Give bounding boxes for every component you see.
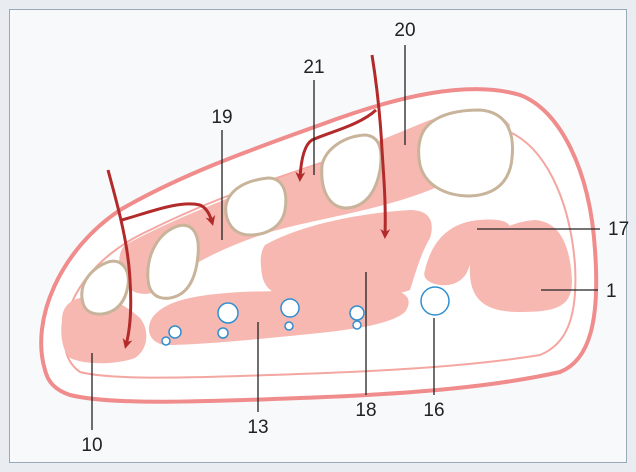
tendon-4 — [320, 133, 383, 210]
vessel — [217, 327, 229, 339]
arrow-right-down — [370, 54, 391, 239]
vessel — [161, 336, 171, 346]
vessel — [352, 320, 362, 330]
label-19: 19 — [211, 107, 232, 128]
vessel — [284, 321, 294, 331]
leader-lines — [91, 45, 600, 430]
tendon-medial — [80, 259, 130, 316]
muscle-region-19-21-20 — [119, 112, 511, 294]
arrow-left-branch — [121, 202, 216, 226]
label-17: 17 — [608, 219, 629, 240]
arrow-right-branch — [295, 108, 378, 182]
muscle-region-13 — [148, 290, 409, 345]
vessel — [280, 298, 300, 318]
label-1: 1 — [606, 281, 617, 302]
vessel — [217, 302, 239, 324]
label-18: 18 — [355, 400, 376, 421]
muscle-region-1 — [469, 220, 572, 312]
vessels — [161, 286, 450, 346]
label-20: 20 — [394, 20, 415, 41]
vessel — [420, 286, 450, 316]
vessel — [349, 305, 365, 321]
vessel — [168, 325, 182, 339]
tendon-2 — [146, 223, 200, 300]
label-10: 10 — [81, 435, 102, 456]
label-16: 16 — [423, 400, 444, 421]
label-13: 13 — [247, 417, 268, 438]
muscle-region-17 — [424, 219, 511, 286]
tendon-lateral-large — [417, 108, 515, 198]
flow-arrows — [106, 54, 391, 349]
tendon-3 — [224, 176, 288, 237]
label-21: 21 — [303, 57, 324, 78]
arrow-left-down — [106, 169, 133, 349]
